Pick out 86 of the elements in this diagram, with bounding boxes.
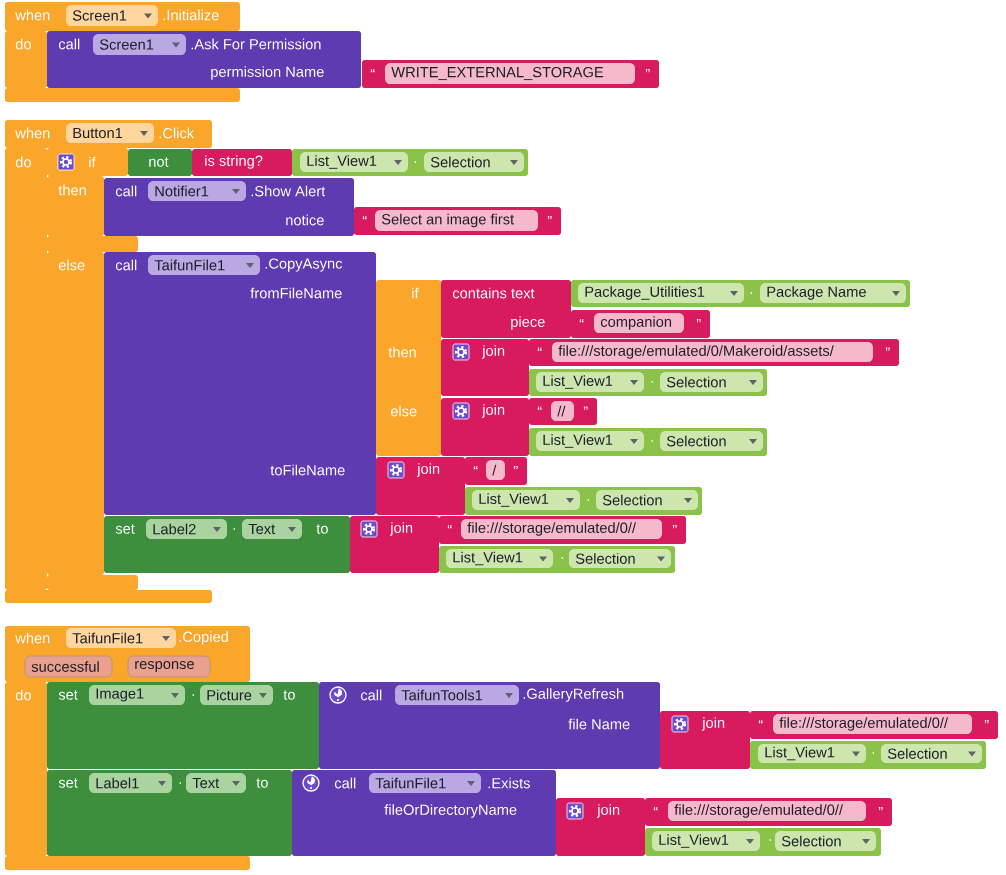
- node-label: if: [89, 156, 96, 168]
- node-label: “: [653, 806, 658, 811]
- node-label: “: [537, 347, 542, 351]
- dropdown-field: List_View1: [758, 744, 866, 763]
- dropdown-field: Notifier1: [148, 181, 246, 201]
- node-label: “: [473, 465, 478, 470]
- dropdown-field: List_View1: [652, 831, 760, 851]
- node-label: set: [58, 778, 78, 788]
- code-block: join: [556, 798, 645, 856]
- dropdown-field: List_View1: [446, 549, 553, 568]
- node-label: set: [58, 690, 78, 700]
- node-label: .: [192, 694, 195, 696]
- dropdown-field: Label1: [89, 773, 172, 793]
- label: then: [58, 184, 86, 196]
- parameter-chip: response: [127, 655, 211, 678]
- string-value: WRITE_EXTERNAL_STORAGE: [385, 63, 635, 84]
- node-label: join: [481, 345, 505, 359]
- dropdown-field: Button1: [66, 123, 154, 143]
- node-label: ”: [672, 524, 677, 529]
- node-label: “: [447, 524, 452, 529]
- string-value: //: [551, 401, 574, 421]
- node-label: ”: [885, 347, 890, 351]
- dropdown-field: Selection: [775, 831, 876, 851]
- dropdown-field: List_View1: [300, 152, 408, 172]
- node-label: .: [179, 782, 182, 784]
- dropdown-field: Package_Utilities1: [578, 283, 744, 303]
- dropdown-field: Selection: [660, 372, 763, 392]
- node-label: ”: [513, 465, 518, 470]
- string-value: file:///storage/emulated/0//: [668, 801, 866, 821]
- string-value: companion: [594, 313, 684, 333]
- node-label: call: [334, 777, 356, 789]
- dropdown-field: Text: [186, 773, 246, 793]
- node-label: ”: [696, 318, 701, 323]
- dropdown-field: Text: [242, 519, 302, 539]
- dropdown-field: Label2: [146, 519, 227, 539]
- node-label: to: [283, 690, 295, 700]
- dropdown-field: Picture: [200, 685, 273, 705]
- dropdown-field: Screen1: [93, 34, 186, 55]
- node-label: join: [416, 463, 440, 477]
- dropdown-field: Selection: [424, 152, 524, 172]
- node-label: fileOrDirectoryName: [384, 804, 517, 818]
- dropdown-field: TaifunFile1: [369, 773, 481, 793]
- code-block: join: [350, 516, 439, 573]
- dropdown-field: TaifunFile1: [148, 255, 260, 275]
- code-block: join: [660, 711, 750, 769]
- dropdown-field: Image1: [89, 685, 185, 705]
- node-label: to: [256, 778, 268, 788]
- dropdown-field: List_View1: [536, 372, 644, 392]
- dropdown-field: List_View1: [472, 490, 580, 510]
- dropdown-field: Screen1: [66, 5, 158, 26]
- dropdown-field: List_View1: [536, 431, 644, 451]
- string-value: Select an image first: [375, 210, 538, 231]
- node-label: when: [15, 127, 50, 139]
- parameter-chip: successful: [24, 655, 113, 678]
- node-label: join: [389, 522, 413, 536]
- node-label: call: [360, 689, 382, 701]
- dropdown-field: Selection: [660, 431, 763, 451]
- node-label: .Exists: [488, 777, 530, 789]
- node-label: join: [481, 404, 505, 418]
- node-label: piece: [511, 316, 545, 330]
- string-value: /: [486, 460, 505, 480]
- node-label: ”: [984, 719, 989, 724]
- dropdown-field: Package Name: [760, 283, 906, 303]
- dropdown-field: Selection: [596, 490, 698, 510]
- dropdown-field: Selection: [881, 744, 982, 763]
- node-label: .GalleryRefresh: [523, 688, 624, 702]
- node-label: ”: [583, 406, 588, 410]
- code-block: not: [128, 149, 192, 176]
- node-label: “: [579, 318, 584, 323]
- node-label: .Click: [159, 127, 195, 139]
- dropdown-field: Selection: [569, 549, 671, 568]
- node-label: “: [758, 719, 763, 724]
- code-block: join: [441, 398, 529, 456]
- code-block: join: [376, 457, 465, 515]
- dropdown-field: TaifunFile1: [66, 628, 176, 648]
- node-label: file Name: [568, 718, 630, 730]
- node-label: ”: [878, 806, 883, 811]
- code-block: join: [441, 339, 529, 396]
- string-value: file:///storage/emulated/0/Makeroid/assets/: [552, 342, 873, 362]
- code-block: is string?: [192, 149, 292, 176]
- dropdown-field: TaifunTools1: [395, 685, 519, 705]
- string-value: file:///storage/emulated/0//: [773, 714, 972, 734]
- string-value: file:///storage/emulated/0//: [461, 519, 662, 539]
- node-label: contains text: [452, 287, 535, 299]
- node-label: “: [537, 406, 542, 410]
- label: else: [58, 259, 85, 271]
